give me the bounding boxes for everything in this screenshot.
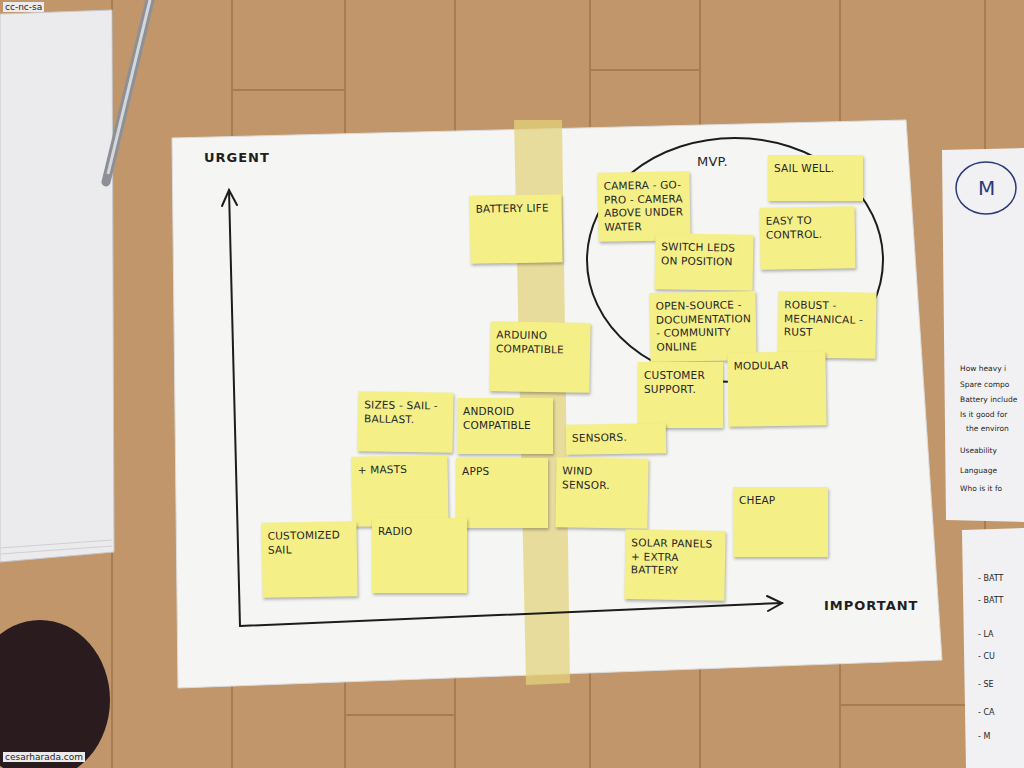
axes [222, 190, 782, 626]
pen-highlight [108, 0, 150, 174]
note-text: CUSTOMIZED SAIL [267, 528, 350, 557]
sticky-note: ANDROID COMPATIBLE [457, 398, 553, 454]
sticky-note: + MASTS [351, 455, 448, 527]
sticky-note: SWITCH LEDS ON POSITION [655, 233, 754, 291]
poster-paper [172, 120, 942, 688]
sticky-note: CHEAP [733, 487, 828, 557]
mvp-circle: MVP. CAMERA - GO-PRO - CAMERA ABOVE UNDER… [585, 136, 885, 384]
paper-stack [0, 10, 114, 562]
note-text: CHEAP [739, 494, 822, 508]
watermark: cesarharada.com [3, 752, 85, 762]
mvp-outline-ellipse [587, 138, 883, 382]
note-text: BATTERY LIFE [476, 201, 556, 216]
sticky-note: MODULAR [727, 351, 826, 427]
note-text: CAMERA - GO-PRO - CAMERA ABOVE UNDER WAT… [604, 178, 685, 234]
side-sheet [962, 528, 1024, 768]
floor-planks [112, 0, 985, 768]
note-text: ROBUST - MECHANICAL - RUST [784, 298, 871, 340]
sheet-note: Is it good for [960, 410, 1007, 419]
sticky-note: SAIL WELL. [768, 155, 863, 201]
sheet-note: Useability [960, 446, 997, 455]
axis-label: IMPORTANT [824, 598, 918, 613]
sticky-note: WIND SENSOR. [555, 457, 648, 529]
note-text: ANDROID COMPATIBLE [463, 405, 547, 432]
sticky-note: SENSORS. [566, 423, 667, 455]
note-text: SAIL WELL. [774, 162, 857, 176]
note-text: APPS [462, 465, 542, 479]
sheet-note: Who is it fo [960, 484, 1002, 493]
sticky-note: CUSTOMER SUPPORT. [638, 362, 723, 428]
side-sheet-circle [956, 162, 1016, 214]
region-title: MVP. [697, 154, 728, 171]
sticky-note: CUSTOMIZED SAIL [261, 521, 357, 598]
pen [106, 0, 150, 182]
sheet-note: - CA [978, 708, 995, 717]
sticky-note: EASY TO CONTROL. [759, 206, 855, 270]
note-text: SOLAR PANELS + EXTRA BATTERY [631, 536, 720, 578]
sheet-note: Language [960, 466, 997, 475]
sticky-note: ARDUINO COMPATIBLE [489, 321, 590, 393]
sticky-note: ROBUST - MECHANICAL - RUST [777, 291, 876, 359]
sheet-note: the environ [966, 424, 1009, 433]
sheet-note: - LA [978, 630, 994, 639]
sheet-note: M [978, 176, 995, 200]
note-text: ARDUINO COMPATIBLE [496, 328, 584, 357]
sheet-note: - BATT [978, 574, 1003, 583]
paper-edges [0, 540, 112, 554]
dark-object [0, 620, 110, 768]
note-text: WIND SENSOR. [562, 464, 642, 493]
sticky-note: APPS [456, 458, 548, 528]
note-text: SWITCH LEDS ON POSITION [661, 240, 747, 269]
note-text: RADIO [378, 525, 461, 539]
sheet-note: How heavy i [960, 364, 1006, 373]
sheet-note: Battery include [960, 395, 1017, 404]
side-sheet [942, 148, 1024, 522]
sheet-note: - BATT [978, 596, 1003, 605]
sheet-note: - CU [978, 652, 995, 661]
note-text: SENSORS. [572, 430, 660, 445]
sticky-note: SOLAR PANELS + EXTRA BATTERY [624, 529, 725, 601]
sticky-note: OPEN-SOURCE - DOCUMENTATION - COMMUNITY … [649, 291, 756, 361]
sheet-note: Spare compo [960, 380, 1009, 389]
note-text: SIZES - SAIL - BALLAST. [364, 398, 447, 427]
axis-label: URGENT [204, 150, 270, 165]
sticky-note: SIZES - SAIL - BALLAST. [357, 391, 453, 453]
sticky-note: CAMERA - GO-PRO - CAMERA ABOVE UNDER WAT… [597, 171, 690, 241]
note-text: EASY TO CONTROL. [766, 213, 849, 242]
note-text: MODULAR [733, 358, 819, 373]
note-text: OPEN-SOURCE - DOCUMENTATION - COMMUNITY … [656, 298, 751, 354]
note-text: CUSTOMER SUPPORT. [644, 369, 717, 396]
watermark: cc-nc-sa [3, 2, 44, 12]
sticky-note: BATTERY LIFE [469, 194, 562, 264]
sheet-note: - M [978, 732, 990, 741]
sheet-note: - SE [978, 680, 994, 689]
sticky-note: RADIO [372, 518, 467, 593]
note-text: + MASTS [358, 462, 442, 477]
